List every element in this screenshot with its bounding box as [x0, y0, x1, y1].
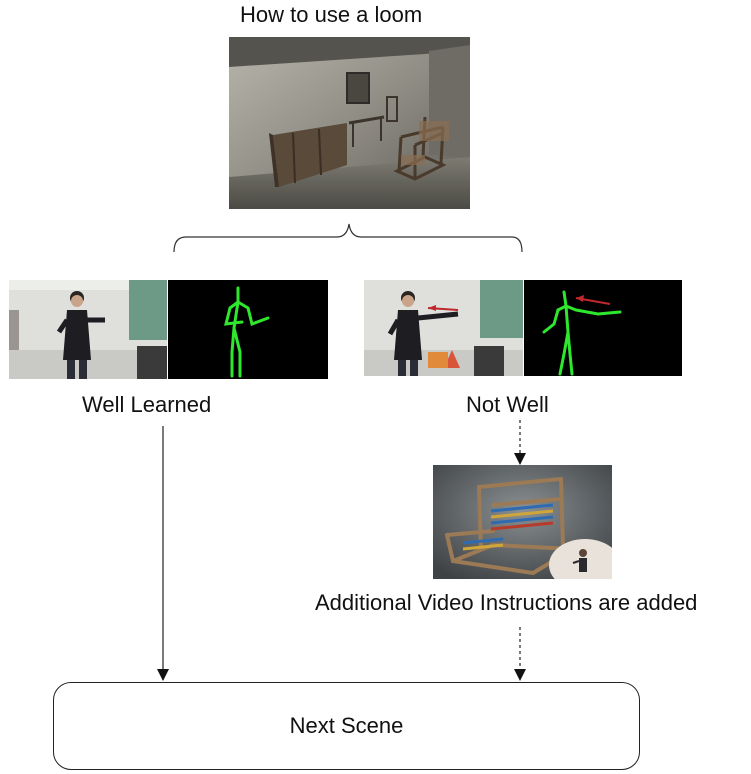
- not-well-camera-image: [364, 280, 523, 376]
- not-well-skeleton-image: [524, 280, 682, 376]
- diagram-title: How to use a loom: [240, 2, 423, 27]
- well-learned-label: Well Learned: [82, 392, 212, 417]
- additional-instructions-label: Additional Video Instructions are added: [315, 590, 698, 615]
- next-scene-label: Next Scene: [289, 713, 404, 738]
- next-scene-box: Next Scene: [53, 682, 640, 770]
- room-scene-image: [229, 37, 470, 209]
- not-well-label: Not Well: [466, 392, 549, 417]
- well-learned-camera-image: [9, 280, 167, 379]
- split-bracket: [173, 223, 523, 253]
- additional-video-image: [433, 465, 612, 579]
- well-learned-skeleton-image: [168, 280, 328, 379]
